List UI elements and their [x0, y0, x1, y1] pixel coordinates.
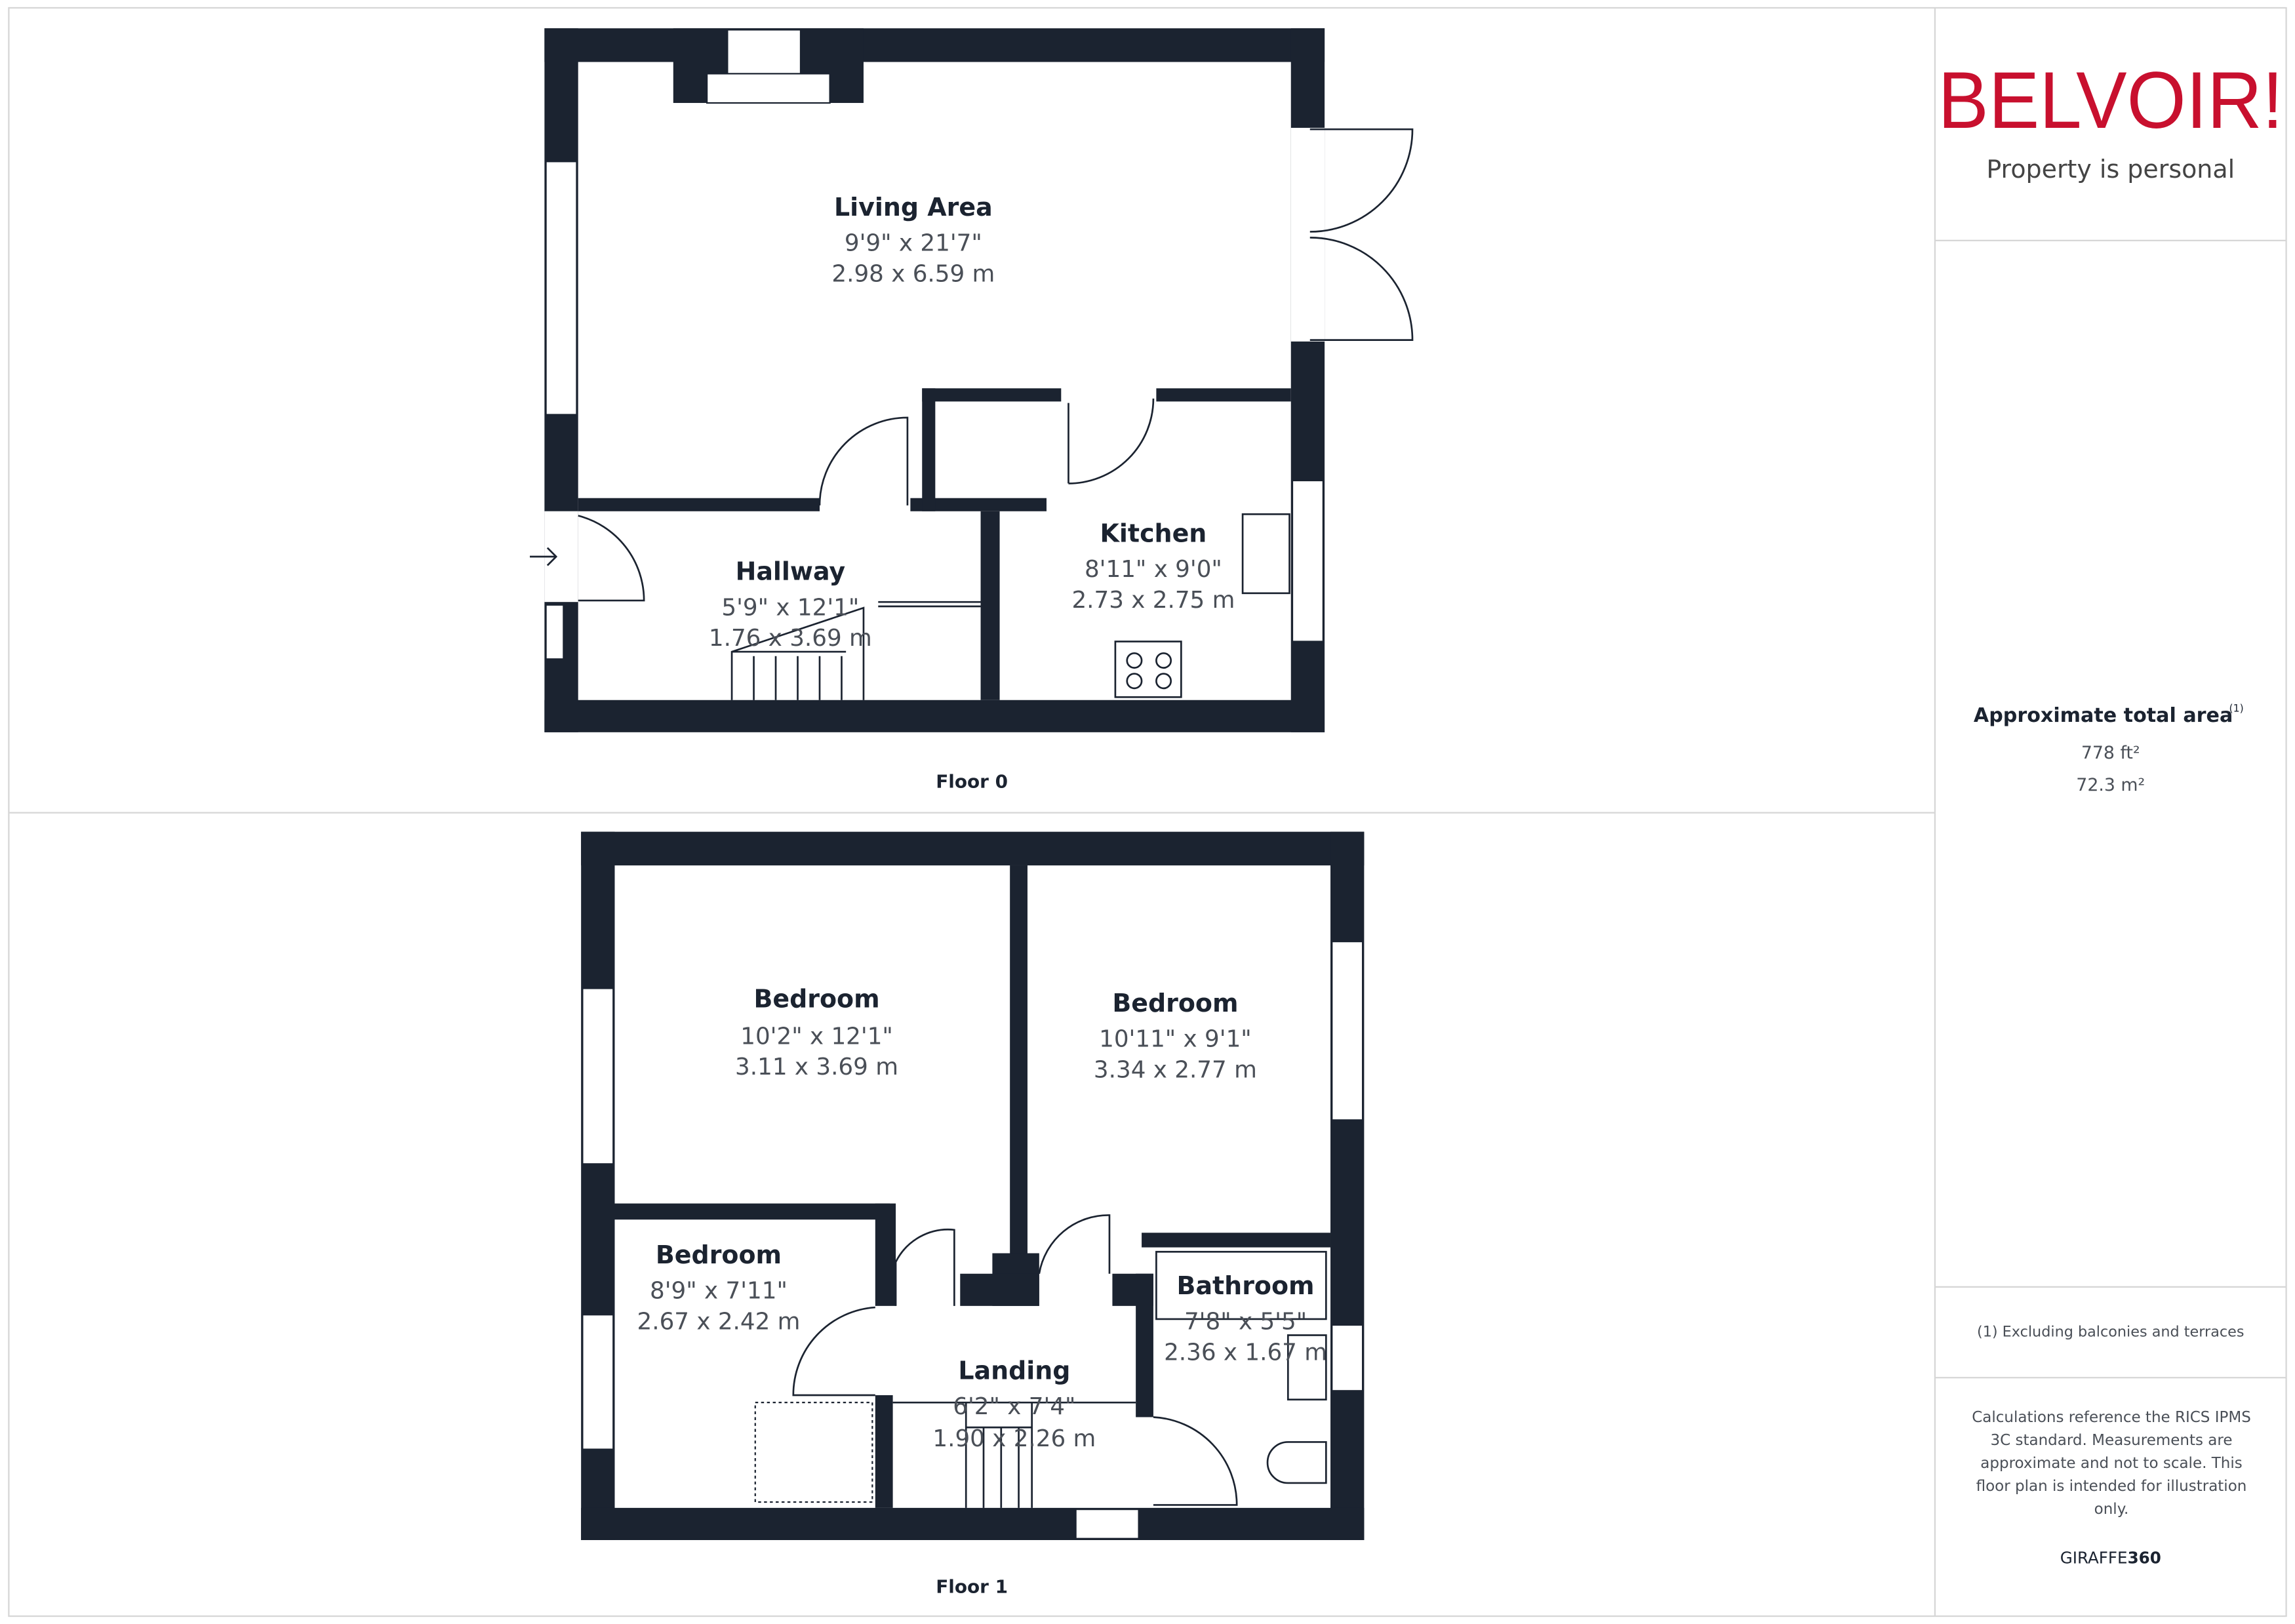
room-dimensions-metric: 1.76 x 3.69 m [709, 625, 872, 652]
room-dimensions-imperial: 8'9" x 7'11" [650, 1278, 788, 1305]
window [1291, 479, 1324, 643]
room-dimensions-imperial: 10'11" x 9'1" [1099, 1026, 1252, 1053]
room-name: Bedroom [656, 1240, 782, 1269]
room-name: Hallway [736, 557, 846, 586]
window [582, 987, 614, 1165]
room-dimensions-imperial: 5'9" x 12'1" [721, 594, 859, 621]
door [792, 1306, 875, 1396]
sink [1241, 513, 1290, 595]
room-name: Landing [958, 1356, 1070, 1385]
wardrobe [754, 1402, 873, 1503]
room-dimensions-metric: 2.73 x 2.75 m [1071, 587, 1235, 614]
room-dimensions-metric: 3.34 x 2.77 m [1094, 1057, 1257, 1084]
window [1331, 940, 1364, 1121]
bathtub [1155, 1250, 1327, 1320]
room-dimensions-imperial: 8'11" x 9'0" [1085, 556, 1222, 583]
stairs [892, 1401, 1136, 1508]
brand-logo: BELVOIR! [1938, 56, 2283, 146]
floor-1-plan: Bedroom 10'2" x 12'1" 3.11 x 3.69 m Bedr… [581, 831, 1365, 1597]
entrance-arrow-icon [530, 547, 558, 566]
room-dimensions-metric: 2.98 x 6.59 m [831, 260, 995, 287]
hob [1114, 641, 1182, 698]
room-dimensions-imperial: 7'8" x 5'5" [1184, 1309, 1307, 1336]
room-name: Bedroom [1112, 989, 1238, 1018]
room-dimensions-metric: 3.11 x 3.69 m [735, 1054, 898, 1080]
window [545, 604, 565, 660]
room-name: Kitchen [1100, 519, 1207, 548]
window [582, 1314, 614, 1450]
door [1153, 1416, 1238, 1506]
stairs [730, 601, 981, 700]
room-dimensions-imperial: 10'2" x 12'1" [740, 1023, 893, 1050]
room-dimensions-metric: 2.67 x 2.42 m [637, 1309, 801, 1336]
window [545, 161, 578, 416]
room-dimensions-metric: 1.90 x 2.26 m [932, 1425, 1096, 1452]
door [1068, 398, 1155, 485]
room-dimensions-imperial: 9'9" x 21'7" [845, 229, 982, 256]
door [818, 416, 909, 505]
hob-burners [1126, 652, 1172, 690]
info-panel: BELVOIR! Property is personal Approximat… [1938, 56, 2283, 1568]
window [1331, 1324, 1364, 1392]
area-metric: 72.3 m² [2076, 775, 2145, 795]
room-name: Living Area [834, 193, 993, 222]
sheet-frame [8, 7, 2287, 1617]
entrance-door [578, 515, 645, 602]
area-imperial: 778 ft² [2081, 743, 2140, 763]
room-name: Bathroom [1177, 1271, 1315, 1300]
french-doors [1309, 128, 1414, 341]
door [1038, 1214, 1111, 1274]
disclaimer: Calculations reference the RICS IPMS 3C … [1972, 1409, 2251, 1518]
basin [1287, 1334, 1327, 1401]
floor-label: Floor 0 [936, 771, 1008, 793]
footnote: (1) Excluding balconies and terraces [1977, 1324, 2245, 1341]
room-name: Bedroom [753, 984, 879, 1013]
area-title: Approximate total area [1974, 704, 2233, 727]
floor-0-plan: Living Area 9'9" x 21'7" 2.98 x 6.59 m H… [530, 28, 1414, 793]
credit: GIRAFFE360 [2060, 1549, 2161, 1568]
room-dimensions-metric: 2.36 x 1.67 m [1164, 1339, 1327, 1366]
window [1075, 1509, 1140, 1539]
brand-tagline: Property is personal [1986, 155, 2235, 184]
room-dimensions-imperial: 6'2" x 7'4" [953, 1393, 1075, 1420]
door [894, 1228, 955, 1306]
toilet [1266, 1441, 1327, 1484]
floor-label: Floor 1 [936, 1575, 1008, 1597]
area-footnote-mark: (1) [2229, 703, 2244, 715]
